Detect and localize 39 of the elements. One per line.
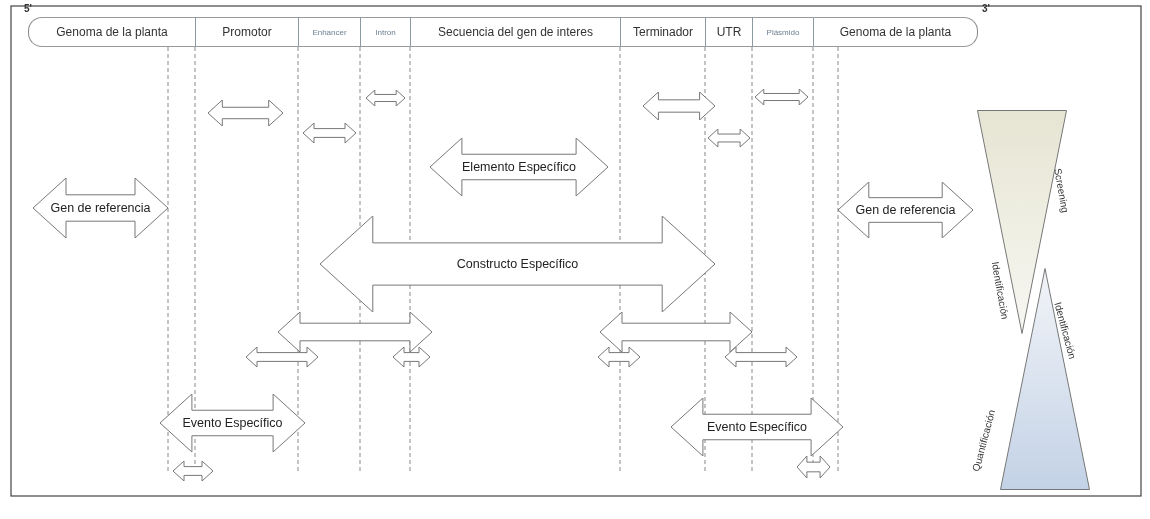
span-shape: [278, 312, 432, 352]
span-shape: [160, 394, 305, 452]
span-shape: [725, 347, 797, 367]
side-label: Identificación: [989, 260, 1011, 320]
arrow-label: Evento Específico: [706, 420, 808, 434]
dna-segment: Terminador: [620, 17, 705, 47]
span-shape: [303, 123, 356, 143]
span-shape: [755, 89, 808, 105]
dna-segment: Intron: [360, 17, 410, 47]
arrow-label: Gen de referencia: [855, 203, 956, 217]
dna-segment: Genoma de la planta: [28, 17, 195, 47]
span-shape: [430, 138, 608, 196]
arrow-label: Elemento Específico: [462, 160, 576, 174]
span-shape: [643, 92, 715, 120]
span-shape: [246, 347, 318, 367]
dna-segment: Secuencia del gen de interes: [410, 17, 620, 47]
span-shape: [708, 129, 750, 147]
span-shape: [598, 347, 640, 367]
dna-segment: UTR: [705, 17, 752, 47]
dna-segment: Genoma de la planta: [813, 17, 978, 47]
dna-segment: Enhancer: [298, 17, 360, 47]
arrow-label: Constructo Específico: [456, 257, 579, 271]
arrow-label: Gen de referencia: [50, 201, 151, 215]
dna-segment: Plásmido: [752, 17, 813, 47]
span-shape: [173, 461, 213, 481]
span-shape: [208, 100, 283, 126]
span-shape: [838, 182, 973, 238]
span-shape: [797, 456, 830, 478]
dna-segment: Promotor: [195, 17, 298, 47]
span-shape: [671, 398, 843, 456]
span-shape: [366, 90, 405, 106]
side-label: Screening: [1052, 166, 1072, 214]
arrow-label: Evento Específico: [182, 416, 283, 430]
span-shape: [393, 347, 430, 367]
span-shape: [320, 216, 715, 312]
span-shape: [600, 312, 752, 352]
strand-end-label: 3': [982, 3, 990, 14]
span-shape: [33, 178, 168, 238]
strand-end-label: 5': [24, 3, 32, 14]
